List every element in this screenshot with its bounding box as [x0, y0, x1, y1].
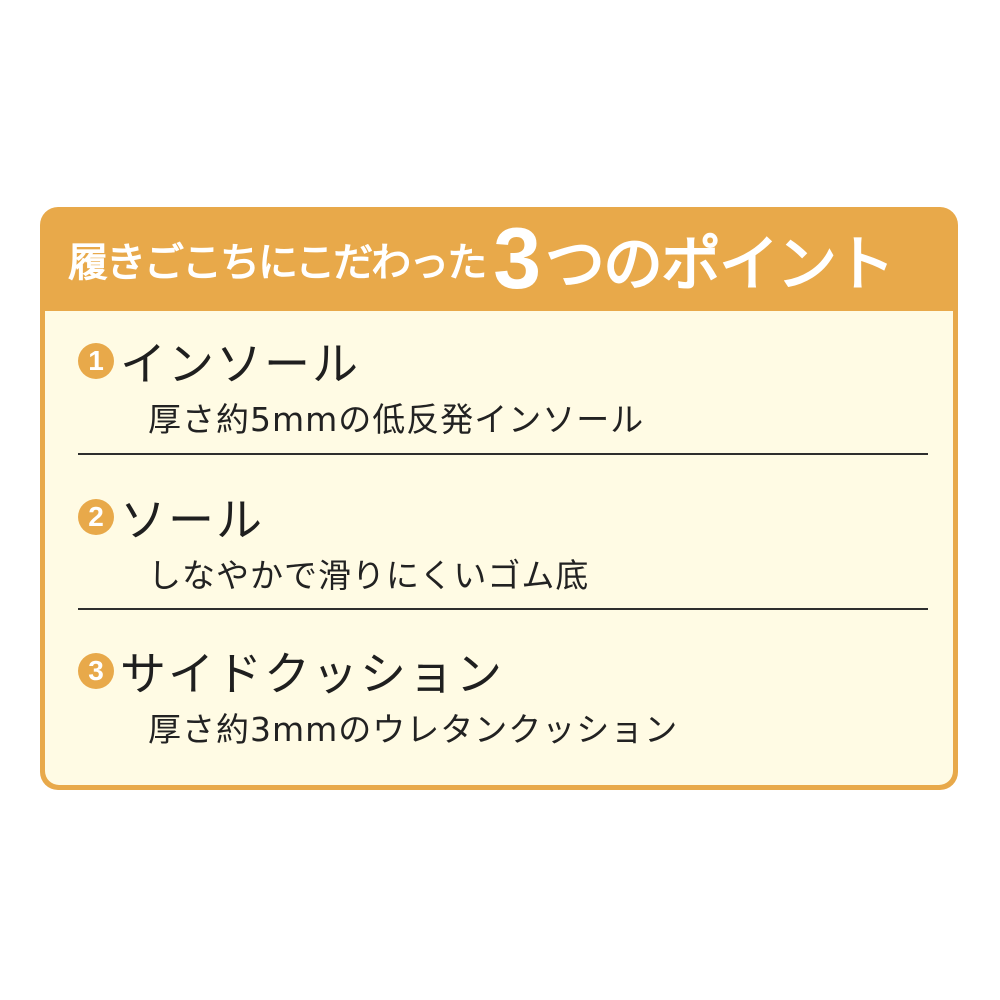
point-item-1: 1 インソール 厚さ約5mmの低反発インソール [78, 331, 928, 441]
header-prefix: 履きごこちにこだわった [68, 240, 487, 286]
point-title: サイドクッション [120, 647, 504, 701]
points-card: 履きごこちにこだわった 3 つのポイント 1 インソール 厚さ約5mmの低反発イ… [40, 207, 958, 790]
number-badge-icon: 2 [78, 499, 114, 535]
header-number: 3 [493, 211, 542, 307]
point-title: ソール [120, 493, 264, 547]
number-badge-icon: 3 [78, 653, 114, 689]
divider [78, 608, 928, 610]
card-body: 1 インソール 厚さ約5mmの低反発インソール 2 ソール しなやかで滑りにくい… [45, 311, 953, 785]
divider [78, 453, 928, 455]
card-header: 履きごこちにこだわった 3 つのポイント [40, 207, 958, 311]
number-badge-icon: 1 [78, 343, 114, 379]
point-item-3: 3 サイドクッション 厚さ約3mmのウレタンクッション [78, 641, 928, 751]
point-description: 厚さ約5mmの低反発インソール [148, 400, 645, 439]
point-description: 厚さ約3mmのウレタンクッション [148, 710, 679, 749]
header-suffix: つのポイント [545, 229, 895, 300]
point-description: しなやかで滑りにくいゴム底 [148, 556, 590, 595]
point-title: インソール [120, 337, 360, 391]
point-item-2: 2 ソール しなやかで滑りにくいゴム底 [78, 487, 928, 597]
